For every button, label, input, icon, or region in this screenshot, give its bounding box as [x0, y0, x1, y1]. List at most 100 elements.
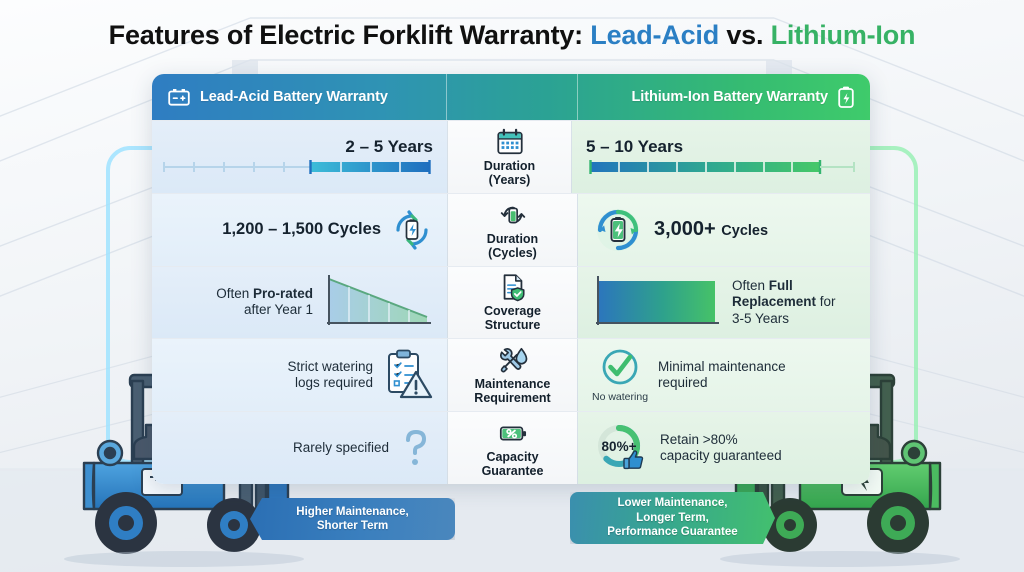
- table-row: 1,200 – 1,500 Cycles Duration (Cycles): [152, 192, 870, 266]
- summary-right-line-2: Longer Term,: [636, 511, 709, 524]
- feature-line-2: Requirement: [474, 391, 551, 406]
- header-lithium-ion-label: Lithium-Ion Battery Warranty: [631, 89, 829, 105]
- maintenance-line-2: required: [658, 375, 708, 391]
- coverage-pre: Often: [216, 286, 253, 302]
- feature-maintenance-requirement: Maintenance Requirement: [447, 339, 578, 412]
- lithium-ion-cycles-unit: Cycles: [721, 223, 769, 240]
- flat-full-coverage-chart: [596, 276, 719, 326]
- battery-cycle-icon: [500, 206, 525, 224]
- title-prefix: Features of Electric Forklift Warranty:: [108, 20, 584, 50]
- comparison-table: Lead-Acid Battery Warranty Lithium-Ion B…: [152, 74, 870, 484]
- page-title: Features of Electric Forklift Warranty: …: [0, 20, 1024, 51]
- feature-line-1: Capacity: [486, 450, 539, 465]
- coverage-strong: Full: [768, 277, 793, 293]
- lead-acid-duration-years-value: 2 – 5 Years: [345, 136, 433, 156]
- feature-coverage-label: Coverage Structure: [484, 304, 541, 332]
- feature-line-1: Duration: [483, 158, 536, 173]
- capacity-line-2: capacity guaranteed: [660, 448, 782, 464]
- lead-acid-coverage-line1: Often Pro-rated: [216, 286, 313, 302]
- row-capacity-lead-acid: Rarely specified: [152, 412, 447, 484]
- row-duration-cycles-lead-acid: 1,200 – 1,500 Cycles: [152, 193, 447, 266]
- maintenance-line-1: Strict watering: [287, 358, 373, 374]
- summary-right-line-1: Lower Maintenance,: [617, 497, 728, 510]
- summary-left-line-1: Higher Maintenance,: [296, 505, 409, 518]
- feature-coverage-structure: Coverage Structure: [447, 266, 578, 339]
- lithium-ion-cycles-value: 3,000+ Cycles: [654, 218, 768, 241]
- maintenance-line-1: Minimal maintenance: [658, 358, 786, 374]
- feature-line-1: Duration: [486, 231, 539, 246]
- coverage-strong2: Replacement: [732, 294, 817, 310]
- table-row: Rarely specified Capacity Guarantee: [152, 411, 870, 484]
- title-vs: vs.: [726, 20, 764, 50]
- lithium-ion-maintenance-text: Minimal maintenance required: [658, 359, 786, 392]
- row-duration-cycles-lithium-ion: 3,000+ Cycles: [578, 193, 870, 266]
- no-watering-label: No watering: [592, 391, 649, 404]
- title-lithium-ion: Lithium-Ion: [770, 20, 916, 50]
- lithium-ion-coverage-line1: Often Full: [732, 278, 836, 294]
- lithium-ion-cycles-number: 3,000+: [654, 218, 716, 241]
- row-capacity-lithium-ion: 80%+ Retain >80% capacity guaranteed: [578, 412, 870, 484]
- feature-line-2: Structure: [484, 318, 541, 333]
- row-duration-years-lead-acid: 2 – 5 Years: [152, 121, 447, 193]
- feature-line-1: Maintenance: [474, 377, 551, 392]
- feature-line-1: Coverage: [484, 304, 541, 319]
- checkmark-circle-icon: [602, 349, 638, 385]
- row-maintenance-lithium-ion: No watering Minimal maintenance required: [578, 339, 870, 412]
- no-watering-badge: No watering: [592, 347, 648, 404]
- battery-recycle-arrows-icon: [396, 210, 428, 250]
- feature-line-2: (Cycles): [488, 245, 537, 260]
- table-row: Often Pro-rated after Year 1: [152, 265, 870, 339]
- lithium-ion-coverage-line3: 3-5 Years: [732, 310, 790, 326]
- declining-coverage-chart: [327, 275, 431, 326]
- gauge-percent-label: 80%+: [602, 439, 637, 454]
- lead-acid-duration-timeline: [163, 159, 431, 174]
- table-header: Lead-Acid Battery Warranty Lithium-Ion B…: [152, 74, 870, 120]
- battery-terminals-icon: [168, 89, 190, 106]
- row-coverage-lithium-ion: Often Full Replacement for 3-5 Years: [578, 266, 870, 339]
- lithium-ion-duration-years-value: 5 – 10 Years: [586, 136, 684, 156]
- title-lead-acid: Lead-Acid: [590, 20, 719, 50]
- lead-acid-cycles-value: 1,200 – 1,500 Cycles: [222, 220, 381, 239]
- summary-badge-lithium-ion: Lower Maintenance, Longer Term, Performa…: [570, 492, 775, 544]
- lithium-ion-duration-timeline: [589, 159, 855, 174]
- header-lead-acid: Lead-Acid Battery Warranty: [152, 74, 447, 120]
- feature-duration-cycles: Duration (Cycles): [447, 193, 578, 266]
- maintenance-line-2: logs required: [294, 375, 373, 391]
- feature-line-2: (Years): [488, 172, 531, 187]
- battery-bolt-icon: [838, 86, 854, 108]
- wrench-water-drop-icon: [499, 348, 527, 373]
- feature-capacity-guarantee: Capacity Guarantee: [447, 412, 578, 484]
- table-row: 2 – 5 Years: [152, 120, 870, 193]
- row-coverage-lead-acid: Often Pro-rated after Year 1: [152, 266, 447, 339]
- calendar-icon: [496, 128, 523, 155]
- summary-right-line-3: Performance Guarantee: [607, 526, 738, 539]
- row-maintenance-lead-acid: Strict watering logs required: [152, 339, 447, 412]
- feature-capacity-label: Capacity Guarantee: [482, 450, 544, 478]
- coverage-strong: Pro-rated: [252, 286, 313, 302]
- lithium-ion-capacity-text: Retain >80% capacity guaranteed: [660, 432, 782, 465]
- header-lead-acid-label: Lead-Acid Battery Warranty: [200, 89, 388, 105]
- table-row: Strict watering logs required: [152, 338, 870, 412]
- summary-left-line-2: Shorter Term: [316, 520, 389, 532]
- document-shield-icon: [503, 274, 525, 302]
- clipboard-warning-icon: [388, 349, 433, 399]
- lithium-ion-coverage-line2: Replacement for: [732, 294, 836, 310]
- battery-percent-icon: [499, 426, 526, 441]
- row-duration-years-lithium-ion: 5 – 10 Years: [572, 121, 870, 193]
- summary-badge-lead-acid: Higher Maintenance, Shorter Term: [250, 498, 455, 540]
- capacity-line-1: Retain >80%: [660, 431, 738, 447]
- coverage-pre: Often: [732, 277, 769, 293]
- lithium-ion-coverage-text: Often Full Replacement for 3-5 Years: [732, 278, 836, 327]
- feature-duration-cycles-label: Duration (Cycles): [487, 232, 538, 260]
- header-feature-spacer: [447, 74, 578, 120]
- lead-acid-maintenance-text: Strict watering logs required: [287, 359, 373, 392]
- battery-recycle-arrows-icon: [597, 208, 639, 251]
- feature-line-2: Guarantee: [481, 464, 544, 479]
- lead-acid-coverage-line2: after Year 1: [243, 302, 313, 318]
- feature-duration-years: Duration (Years): [447, 121, 572, 193]
- header-lithium-ion: Lithium-Ion Battery Warranty: [578, 74, 870, 120]
- lead-acid-coverage-text: Often Pro-rated after Year 1: [216, 286, 313, 319]
- lead-acid-capacity-text: Rarely specified: [292, 439, 389, 455]
- question-mark-icon: [406, 430, 427, 466]
- feature-maintenance-label: Maintenance Requirement: [474, 377, 550, 405]
